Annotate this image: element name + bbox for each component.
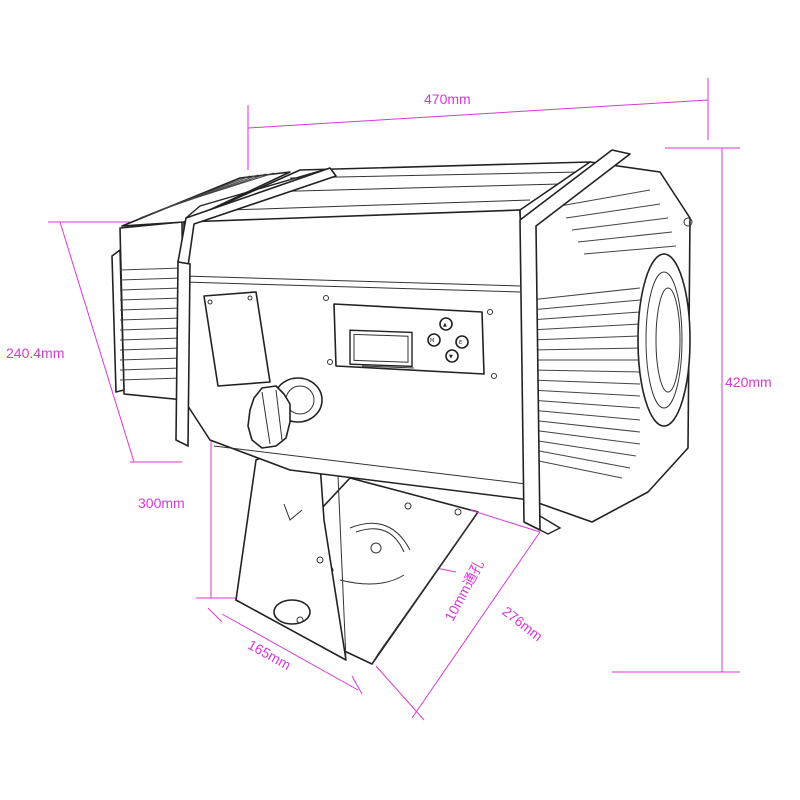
svg-text:M: M (430, 338, 434, 344)
dim-base-width: 165mm (245, 636, 294, 673)
dim-stand-height: 300mm (138, 495, 185, 511)
down-button-icon[interactable]: ▼ (445, 349, 459, 363)
rear-heatsink (111, 171, 291, 401)
dim-base-depth: 276mm (499, 603, 546, 644)
tilt-knob[interactable] (247, 377, 323, 449)
dim-width-total: 470mm (424, 91, 471, 107)
lcd-display (349, 329, 413, 368)
dim-hole-label: 10mm通孔 (441, 557, 487, 624)
front-head (519, 161, 693, 523)
lens (637, 253, 691, 427)
svg-text:E: E (459, 340, 462, 346)
svg-text:▼: ▼ (449, 354, 453, 360)
dim-body-height: 240.4mm (6, 345, 64, 361)
control-panel: ▲ M E ▼ (333, 303, 485, 375)
svg-text:▲: ▲ (443, 322, 447, 328)
enter-button-icon[interactable]: E (455, 335, 469, 349)
dim-height-total: 420mm (725, 374, 772, 390)
handle-frame (175, 149, 631, 535)
menu-button-icon[interactable]: M (427, 333, 441, 347)
up-button-icon[interactable]: ▲ (439, 317, 453, 331)
